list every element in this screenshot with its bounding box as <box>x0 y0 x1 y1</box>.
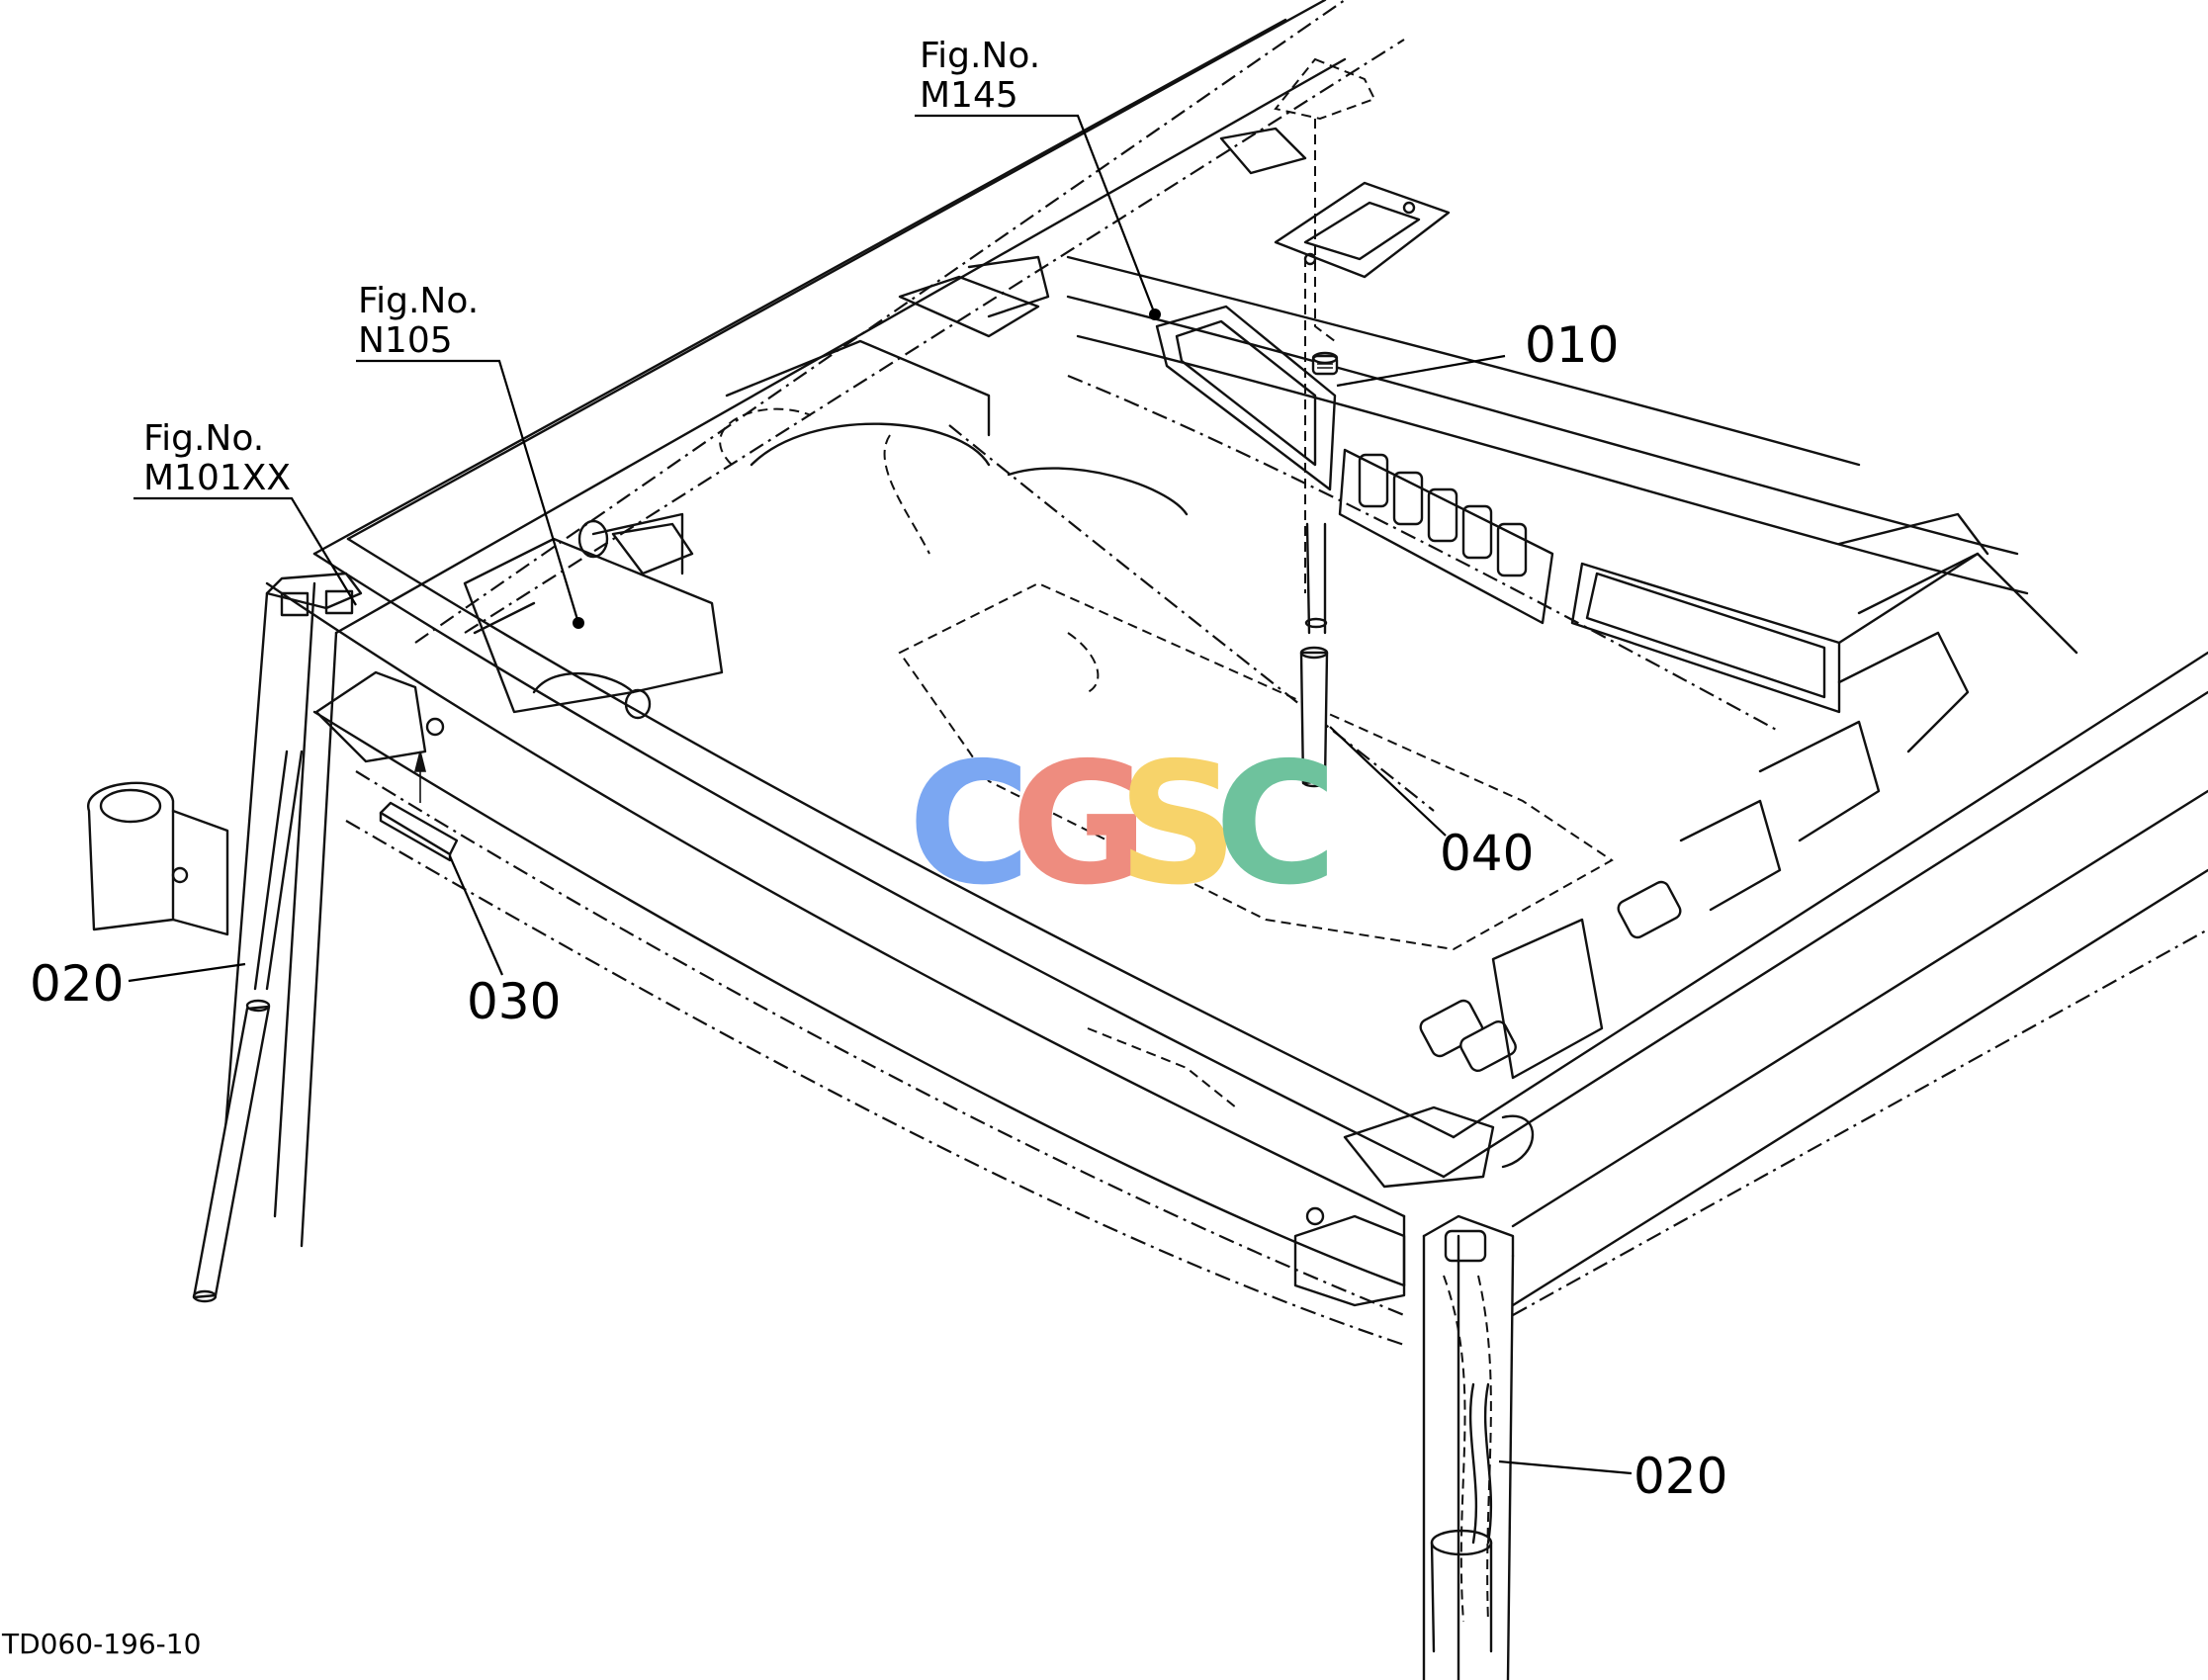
part-010-fitting <box>1311 351 1339 376</box>
callout-020-left: 020 <box>30 955 124 1013</box>
leader-dot-m145 <box>1149 309 1161 320</box>
watermark-letter-s: S <box>1117 727 1238 923</box>
cab-frame <box>87 0 2208 1680</box>
fig-ref-label: Fig.No. <box>358 281 479 321</box>
watermark-logo: C G S C <box>908 727 1338 923</box>
fig-ref-id: M101XX <box>143 458 291 498</box>
cab-outline-phantom <box>345 0 2208 1347</box>
fig-ref-label: Fig.No. <box>143 418 264 459</box>
part-020-hose-right <box>1430 1382 1493 1653</box>
part-030-pad <box>379 751 459 862</box>
figure-reference-m145: Fig.No. M145 <box>920 36 1040 116</box>
part-040-hose <box>1299 522 1329 788</box>
leaders <box>128 114 1633 1475</box>
callout-030: 030 <box>467 973 561 1030</box>
fig-ref-id: N105 <box>358 320 453 361</box>
leader-dot-n105 <box>573 617 584 629</box>
figure-reference-n105: Fig.No. N105 <box>358 281 479 361</box>
callout-020-right: 020 <box>1634 1448 1727 1505</box>
fig-ref-label: Fig.No. <box>920 36 1040 76</box>
hidden-lines <box>719 57 1492 1623</box>
figure-reference-m101xx: Fig.No. M101XX <box>143 418 291 498</box>
drawing-code: TD060-196-10 <box>1 1628 201 1660</box>
fig-ref-id: M145 <box>920 75 1018 116</box>
watermark-letter-g: G <box>1011 727 1149 923</box>
watermark-letter-c1: C <box>908 727 1031 923</box>
part-020-hose-left <box>192 750 304 1303</box>
callout-040: 040 <box>1440 825 1534 882</box>
callout-010: 010 <box>1525 316 1619 374</box>
watermark-letter-c2: C <box>1214 727 1338 923</box>
